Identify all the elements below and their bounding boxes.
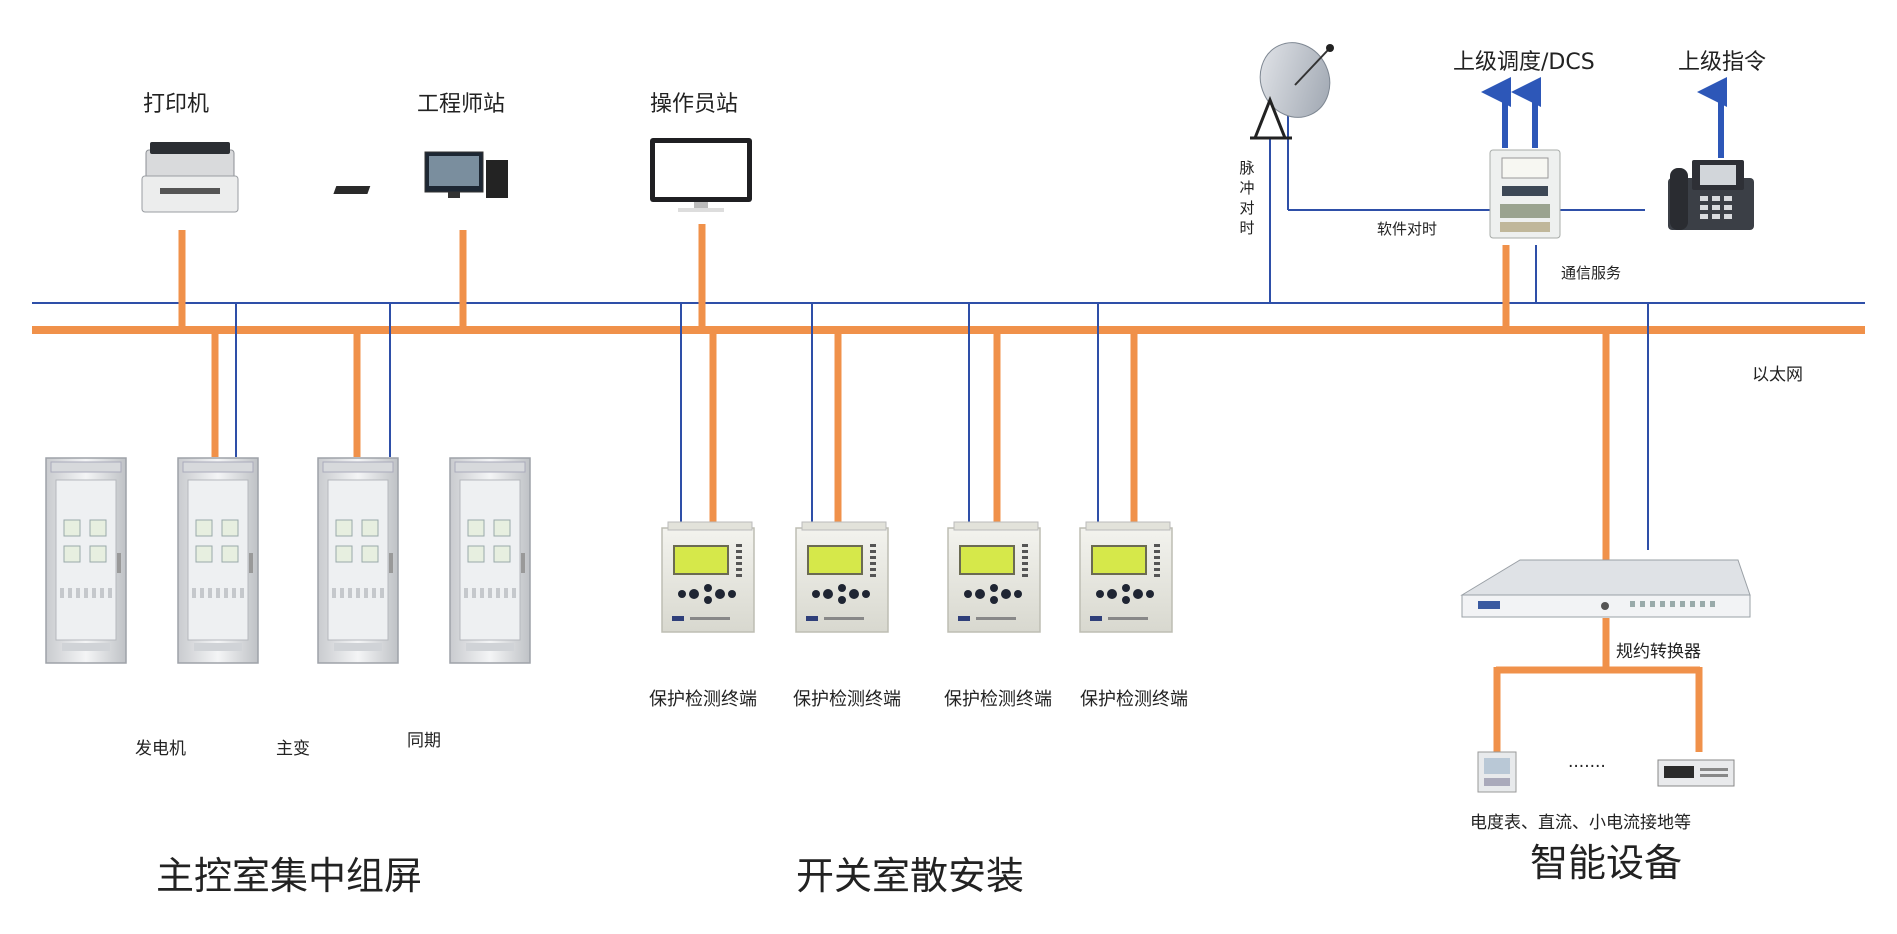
- section-switch-room: 开关室散安装: [796, 854, 1025, 898]
- main-transformer-label: 主变: [276, 739, 310, 759]
- software-sync-label: 软件对时: [1377, 220, 1438, 238]
- protocol-converter-icon: [1460, 559, 1751, 618]
- printer-label: 打印机: [143, 92, 210, 117]
- terminal-label: 保护检测终端: [1080, 689, 1188, 710]
- smart-devices-desc: 电度表、直流、小电流接地等: [1470, 813, 1691, 833]
- protection-terminal-icon: [661, 521, 1173, 633]
- synchronization-label: 同期: [407, 731, 441, 751]
- terminal-label: 保护检测终端: [649, 689, 757, 710]
- generator-label: 发电机: [135, 739, 186, 759]
- ethernet-label: 以太网: [1752, 365, 1803, 385]
- satellite-dish-icon: [1250, 42, 1334, 140]
- comm-gateway-icon: [1489, 149, 1561, 239]
- engineer-workstation-icon: [333, 151, 508, 198]
- upper-command-label: 上级指令: [1678, 50, 1767, 75]
- upper-dispatch-label: 上级调度/DCS: [1453, 50, 1595, 75]
- rack-device-icon: [1657, 759, 1735, 787]
- printer-icon: [141, 142, 239, 213]
- meter-icon: [1477, 751, 1517, 793]
- terminal-label: 保护检测终端: [793, 689, 901, 710]
- comm-service-label: 通信服务: [1561, 264, 1622, 282]
- section-smart-devices: 智能设备: [1530, 841, 1683, 885]
- section-main-control: 主控室集中组屏: [156, 854, 423, 898]
- ellipsis-label: .......: [1568, 752, 1606, 772]
- cabinet-icon: [45, 457, 531, 664]
- terminal-label: 保护检测终端: [944, 689, 1052, 710]
- protocol-converter-label: 规约转换器: [1616, 642, 1701, 662]
- telephone-icon: [1668, 160, 1754, 230]
- engineer-station-label: 工程师站: [417, 92, 506, 117]
- monitor-icon: [650, 138, 752, 212]
- operator-station-label: 操作员站: [650, 92, 739, 117]
- pulse-sync-label: 脉冲对时: [1239, 159, 1255, 237]
